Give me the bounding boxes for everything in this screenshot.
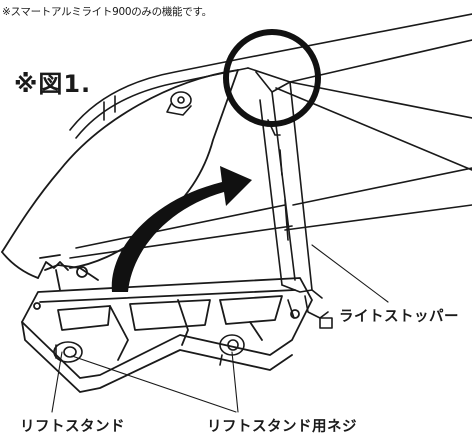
stand-post <box>255 71 333 329</box>
lamp-panel <box>69 13 472 259</box>
detail-highlight-circle <box>223 29 321 127</box>
panel-knob <box>166 91 192 116</box>
rotation-arrow <box>111 166 253 292</box>
lift-stand-base <box>21 264 313 393</box>
callout-light-stopper: ライトストッパー <box>339 309 459 325</box>
leader-lines <box>51 244 389 413</box>
figure-label: ※図1. <box>14 70 92 98</box>
header-note: ※スマートアルミライト900のみの機能です。 <box>2 6 212 18</box>
callout-lift-stand-screw: リフトスタンド用ネジ <box>207 419 357 435</box>
callout-lift-stand: リフトスタンド <box>20 419 125 435</box>
stand-screw-left <box>53 341 83 363</box>
